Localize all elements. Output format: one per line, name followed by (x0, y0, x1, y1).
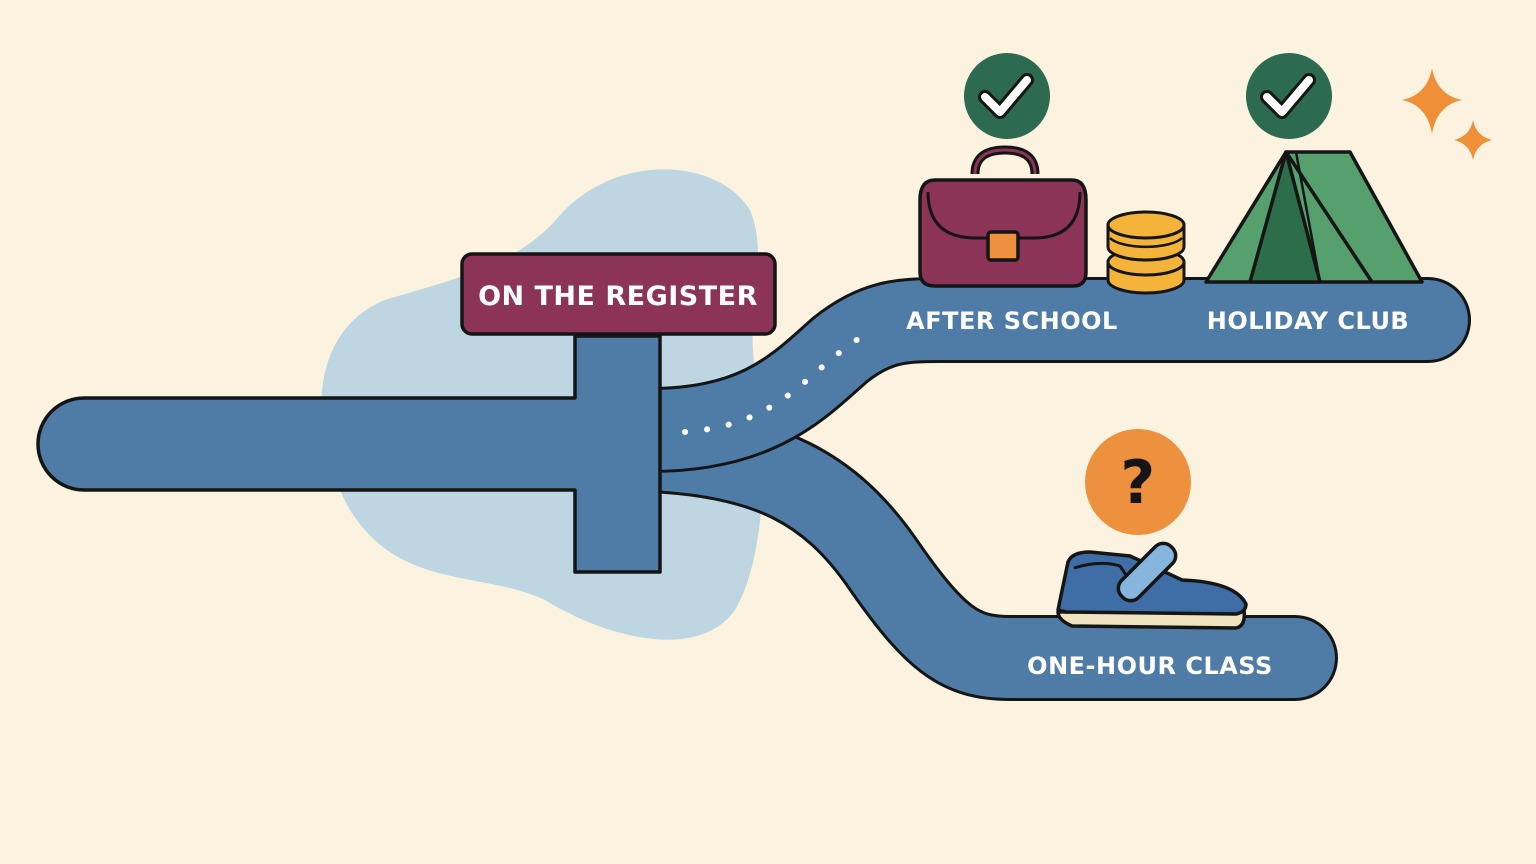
coins-icon (1106, 210, 1186, 295)
sparkle-icon (1402, 68, 1492, 160)
tent-icon (1204, 150, 1424, 284)
check-badge-holiday-club (1246, 53, 1332, 139)
check-badge-after-school (964, 53, 1050, 139)
question-mark-icon: ? (1120, 448, 1155, 518)
question-badge-one-hour-class (1085, 429, 1191, 535)
signpost-label: ON THE REGISTER (478, 281, 758, 312)
signpost (460, 252, 777, 336)
branch-label-holiday-club: HOLIDAY CLUB (1207, 307, 1409, 335)
road-main (36, 334, 662, 574)
dotted-route (682, 327, 875, 435)
school-bag-icon (918, 145, 1088, 288)
branch-label-one-hour-class: ONE-HOUR CLASS (1027, 652, 1273, 680)
branch-label-after-school: AFTER SCHOOL (906, 307, 1118, 335)
shoe-icon (1056, 541, 1248, 630)
